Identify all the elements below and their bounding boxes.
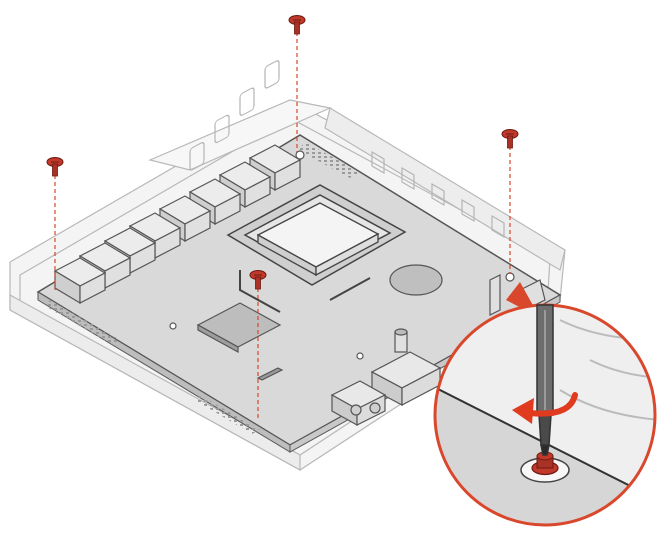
screw-icon [501, 129, 519, 149]
counterclockwise-arrow-icon [512, 392, 578, 424]
screw-guide-lines [54, 32, 511, 418]
chassis-side-slots [189, 60, 505, 239]
screw-icon [249, 270, 267, 290]
screwdriver-icon [536, 304, 554, 456]
screw-icon [46, 157, 64, 177]
cpu-chip [256, 202, 380, 277]
rear-io-ports [53, 144, 302, 305]
screw-icon [288, 15, 306, 35]
